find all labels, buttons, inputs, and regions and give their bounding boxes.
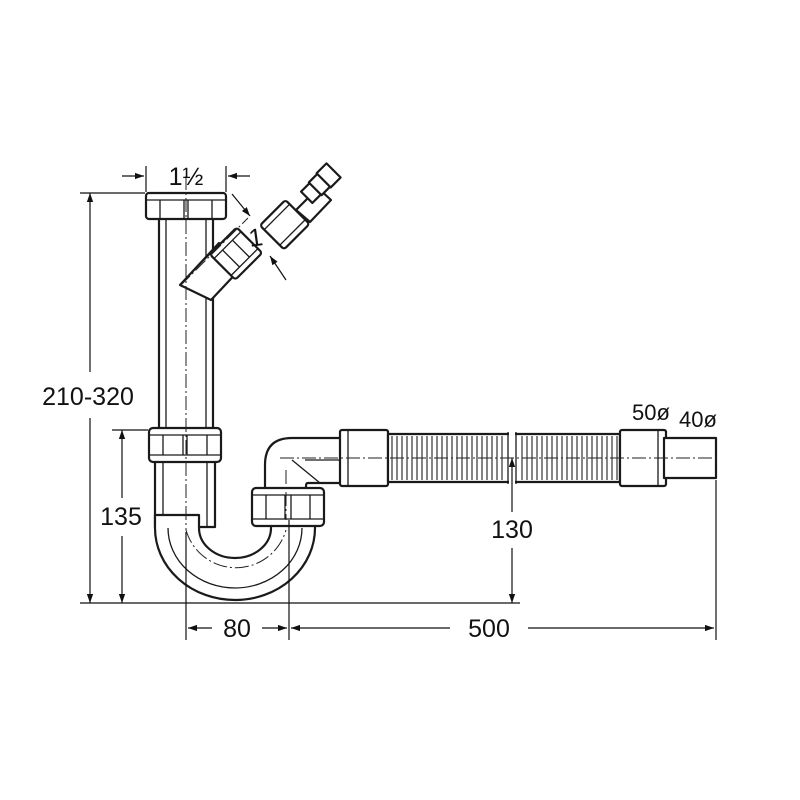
- corrugated-hose: [386, 430, 622, 488]
- outer-diameter-label: 50ø: [632, 400, 670, 425]
- branch-nut: [209, 227, 263, 280]
- outlet-height-label: 130: [491, 516, 533, 544]
- upper-union-nut: [147, 426, 223, 464]
- lower-union-nut: [250, 486, 326, 528]
- inlet-size-label: 1½: [169, 163, 204, 191]
- u-bend: [153, 513, 317, 602]
- total-height-label: 210-320: [42, 383, 134, 411]
- inner-diameter-label: 40ø: [679, 407, 717, 432]
- branch-size-label: 1: [247, 223, 265, 253]
- center-lines: [179, 176, 720, 569]
- hose-connector: [260, 162, 342, 250]
- dimension-lines: [80, 166, 717, 640]
- trap-width-label: 80: [223, 615, 251, 643]
- trap-height-label: 135: [100, 503, 142, 531]
- hose-length-label: 500: [468, 615, 510, 643]
